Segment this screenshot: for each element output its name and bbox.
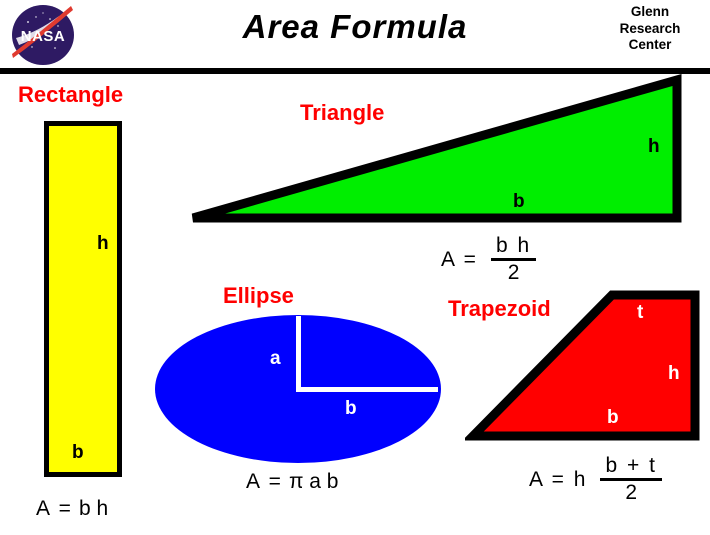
trapezoid-top-label: t (637, 302, 644, 323)
center-name-line1: Glenn (630, 4, 670, 19)
ellipse-formula-expr: π a b (288, 470, 339, 493)
rectangle-formula-lhs: A = (36, 497, 73, 520)
triangle-formula-fraction: b h 2 (490, 234, 537, 285)
ellipse-semi-minor-axis (296, 316, 301, 392)
header-divider (0, 68, 710, 74)
ellipse-semi-major-axis (296, 387, 438, 392)
triangle-polygon (191, 74, 682, 223)
trapezoid-base-label: b (607, 407, 619, 428)
center-name-line2: Research (619, 20, 681, 36)
triangle-base-label: b (513, 191, 525, 212)
trapezoid-height-label: h (668, 363, 680, 384)
ellipse-title: Ellipse (223, 283, 294, 308)
fraction-bar (490, 258, 537, 262)
ellipse-formula-lhs: A = (246, 470, 283, 493)
center-name-line3: Center (628, 37, 672, 52)
rectangle-formula: A = b h (36, 497, 108, 521)
svg-text:NASA: NASA (21, 28, 66, 45)
trapezoid-formula-fraction: b + t 2 (600, 454, 662, 505)
triangle-title: Triangle (300, 100, 385, 125)
center-name: Glenn Research Center (598, 4, 702, 54)
triangle-formula-denominator: 2 (507, 261, 520, 285)
triangle-formula: A = b h 2 (441, 234, 537, 285)
rectangle-height-label: h (97, 233, 109, 254)
rectangle-title: Rectangle (18, 82, 124, 107)
triangle-height-label: h (648, 136, 660, 157)
ellipse-a-label: a (270, 348, 281, 369)
trapezoid-formula-lhs: A = h (529, 467, 588, 491)
trapezoid-formula-denominator: 2 (625, 481, 638, 505)
ellipse-formula: A = π a b (246, 470, 338, 494)
page-title: Area Formula (242, 8, 468, 45)
triangle-formula-lhs: A = (441, 247, 478, 271)
triangle-formula-numerator: b h (495, 234, 532, 257)
trapezoid-shape (465, 290, 700, 441)
nasa-logo: NASA (12, 5, 74, 65)
triangle-shape (191, 74, 682, 223)
rectangle-shape (44, 121, 122, 477)
trapezoid-formula-numerator: b + t (605, 454, 657, 477)
rectangle-formula-expr: b h (78, 497, 109, 520)
trapezoid-formula: A = h b + t 2 (529, 454, 662, 505)
fraction-bar (600, 478, 662, 482)
rectangle-base-label: b (72, 442, 84, 463)
trapezoid-polygon (465, 290, 700, 441)
trapezoid-title: Trapezoid (448, 296, 551, 321)
ellipse-b-label: b (345, 398, 357, 419)
